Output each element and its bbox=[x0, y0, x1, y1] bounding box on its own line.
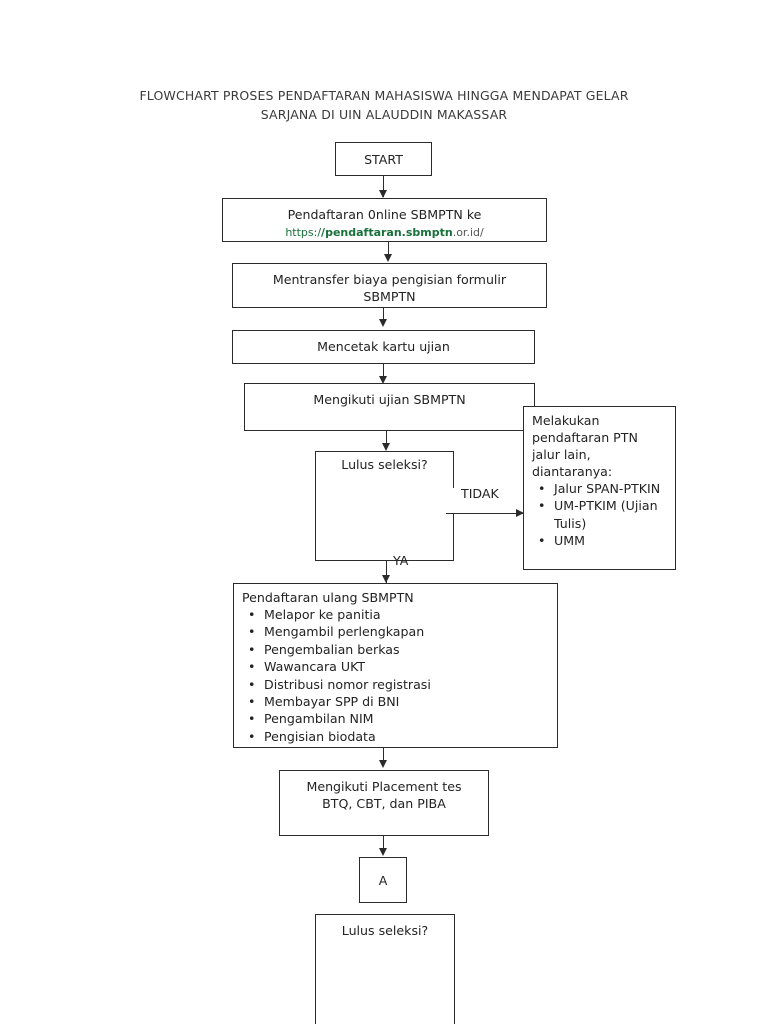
node-transfer-biaya-line2: SBMPTN bbox=[363, 289, 416, 304]
list-item: UM-PTKIM (Ujian Tulis) bbox=[538, 497, 675, 532]
connector-tidak-branch bbox=[446, 513, 524, 514]
node-jalur-lain-lead-line3: jalur lain, bbox=[532, 447, 591, 462]
node-placement-test: Mengikuti Placement tes BTQ, CBT, dan PI… bbox=[279, 770, 489, 836]
node-connector-a-label: A bbox=[378, 872, 388, 888]
list-item: Distribusi nomor registrasi bbox=[248, 676, 557, 694]
list-item: Mengambil perlengkapan bbox=[248, 623, 557, 641]
node-ikut-ujian-label: Mengikuti ujian SBMPTN bbox=[313, 392, 466, 407]
page-title: FLOWCHART PROSES PENDAFTARAN MAHASISWA H… bbox=[139, 88, 629, 123]
node-start-label: START bbox=[364, 151, 403, 167]
node-decision-lulus-1: Lulus seleksi? bbox=[315, 451, 454, 561]
decision1-edge-bottom bbox=[315, 559, 454, 561]
node-pendaftaran-ulang-list: Melapor ke panitia Mengambil perlengkapa… bbox=[234, 606, 557, 745]
arrow-ujian-to-decision1-head bbox=[381, 443, 390, 451]
arrow-ya-head bbox=[381, 575, 390, 583]
arrow-cetak-to-ujian-head bbox=[378, 376, 387, 384]
list-item: Wawancara UKT bbox=[248, 658, 557, 676]
node-ikut-ujian: Mengikuti ujian SBMPTN bbox=[244, 383, 535, 431]
node-pendaftaran-ulang: Pendaftaran ulang SBMPTN Melapor ke pani… bbox=[233, 583, 558, 748]
branch-label-tidak: TIDAK bbox=[461, 487, 499, 501]
node-jalur-lain-lead: Melakukan pendaftaran PTN jalur lain, di… bbox=[524, 407, 675, 480]
list-item: Melapor ke panitia bbox=[248, 606, 557, 624]
connector-cetak-to-ujian bbox=[383, 364, 384, 381]
node-pendaftaran-online-line1: Pendaftaran 0nline SBMPTN ke bbox=[287, 207, 482, 222]
node-transfer-biaya-line1: Mentransfer biaya pengisian formulir bbox=[272, 272, 507, 287]
decision1-edge-top bbox=[315, 451, 454, 453]
arrow-ulang-to-placement-head bbox=[378, 760, 387, 768]
node-placement-test-line2: BTQ, CBT, dan PIBA bbox=[322, 796, 446, 811]
connector-ujian-to-decision1 bbox=[386, 431, 387, 449]
node-cetak-kartu-label: Mencetak kartu ujian bbox=[317, 339, 450, 354]
connector-online-to-transfer bbox=[388, 242, 389, 259]
list-item: Pengembalian berkas bbox=[248, 641, 557, 659]
branch-label-ya: YA bbox=[393, 553, 409, 568]
node-decision-lulus-1-label: Lulus seleksi? bbox=[341, 457, 428, 472]
list-item: Jalur SPAN-PTKIN bbox=[538, 480, 675, 498]
url-bold-part: /pendaftaran.sbmptn bbox=[321, 226, 453, 239]
list-item: UMM bbox=[538, 532, 675, 550]
node-jalur-lain-lead-line1: Melakukan bbox=[532, 413, 600, 428]
arrow-transfer-to-cetak-head bbox=[378, 319, 387, 327]
node-start: START bbox=[335, 142, 432, 176]
connector-ulang-to-placement bbox=[383, 748, 384, 765]
node-jalur-lain-lead-line2: pendaftaran PTN bbox=[532, 430, 638, 445]
node-cetak-kartu: Mencetak kartu ujian bbox=[232, 330, 535, 364]
node-jalur-lain: Melakukan pendaftaran PTN jalur lain, di… bbox=[523, 406, 676, 570]
connector-transfer-to-cetak bbox=[383, 308, 384, 324]
list-item: Membayar SPP di BNI bbox=[248, 693, 557, 711]
decision1-edge-right-upper bbox=[452, 451, 454, 488]
node-pendaftaran-ulang-lead: Pendaftaran ulang SBMPTN bbox=[242, 590, 414, 605]
arrow-placement-to-a-head bbox=[378, 848, 387, 856]
connector-start-to-online bbox=[383, 176, 384, 197]
node-transfer-biaya: Mentransfer biaya pengisian formulir SBM… bbox=[232, 263, 547, 308]
url-suffix: .or.id/ bbox=[452, 226, 484, 239]
node-placement-test-line1: Mengikuti Placement tes bbox=[306, 779, 462, 794]
node-jalur-lain-list: Jalur SPAN-PTKIN UM-PTKIM (Ujian Tulis) … bbox=[524, 480, 675, 550]
list-item: Pengisian biodata bbox=[248, 728, 557, 746]
node-connector-a: A bbox=[359, 857, 407, 903]
node-jalur-lain-lead-line4: diantaranya: bbox=[532, 464, 613, 479]
decision1-edge-right-lower bbox=[452, 513, 454, 561]
url-prefix: https:/ bbox=[285, 226, 322, 239]
arrow-online-to-transfer-head bbox=[383, 254, 392, 262]
node-pendaftaran-online-url: https://pendaftaran.sbmptn.or.id/ bbox=[223, 226, 546, 241]
node-decision-lulus-2: Lulus seleksi? bbox=[315, 914, 455, 1024]
list-item: Pengambilan NIM bbox=[248, 710, 557, 728]
decision1-edge-left bbox=[315, 451, 317, 561]
node-decision-lulus-2-label: Lulus seleksi? bbox=[341, 923, 429, 938]
arrow-tidak-head bbox=[516, 508, 524, 517]
connector-placement-to-a bbox=[383, 836, 384, 852]
connector-ya-branch bbox=[386, 560, 387, 583]
arrow-start-to-online-head bbox=[378, 190, 387, 198]
node-pendaftaran-online: Pendaftaran 0nline SBMPTN ke https://pen… bbox=[222, 198, 547, 242]
